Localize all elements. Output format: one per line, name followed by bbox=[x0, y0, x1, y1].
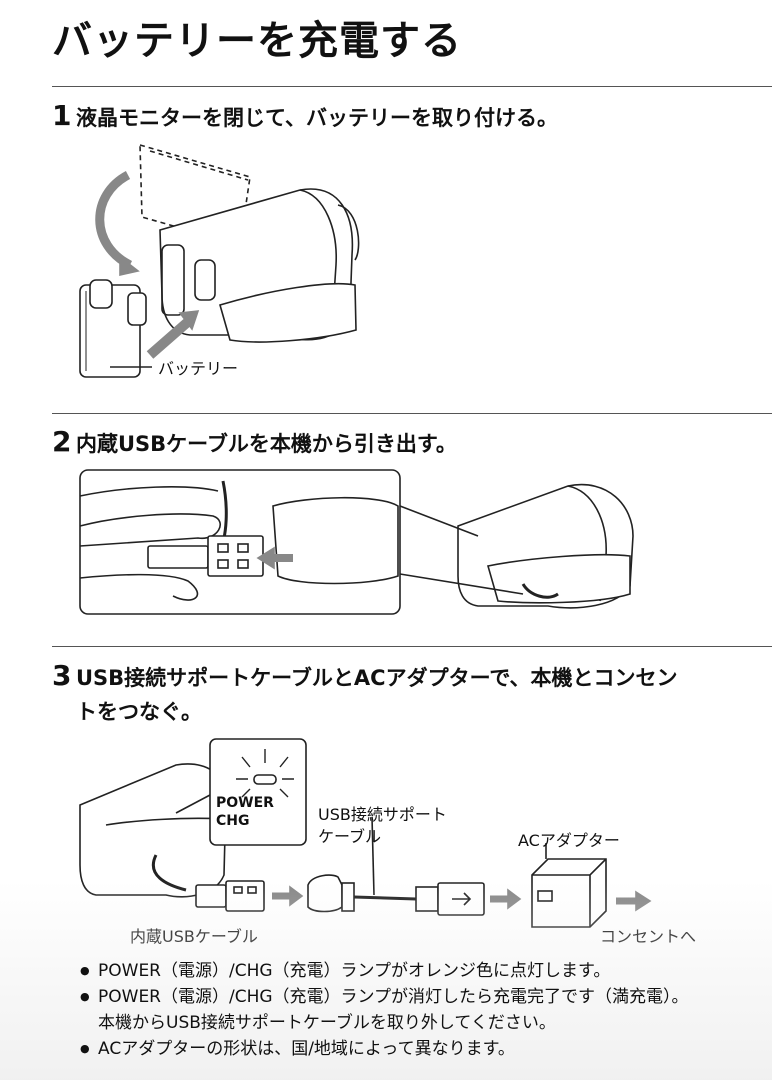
label-support-cable-line2: ケーブル bbox=[318, 827, 382, 846]
label-support-cable-line1: USB接続サポート bbox=[318, 805, 447, 824]
step-text-line2: トをつなぐ。 bbox=[76, 700, 202, 724]
step-number: 3 bbox=[52, 659, 72, 692]
step-number: 1 bbox=[52, 99, 72, 132]
step-text: 液晶モニターを閉じて、バッテリーを取り付ける。 bbox=[76, 106, 558, 130]
divider bbox=[52, 413, 772, 414]
step-text-line1: USB接続サポートケーブルとACアダプターで、本機とコンセン bbox=[76, 666, 678, 690]
divider bbox=[52, 646, 772, 647]
label-builtin-usb: 内蔵USBケーブル bbox=[130, 927, 258, 946]
illustration-attach-battery bbox=[79, 143, 360, 378]
step-text: 内蔵USBケーブルを本機から引き出す。 bbox=[76, 432, 457, 456]
page-title: バッテリーを充電する bbox=[52, 18, 462, 64]
step-3-cont: トをつなぐ。 bbox=[76, 694, 202, 730]
step-number: 2 bbox=[52, 425, 72, 458]
note-item: ACアダプターの形状は、国/地域によって異なります。 bbox=[80, 1036, 689, 1062]
note-item-continuation: 本機からUSB接続サポートケーブルを取り外してください。 bbox=[98, 1013, 556, 1033]
notes-list: POWER（電源）/CHG（充電）ランプがオレンジ色に点灯します。 POWER（… bbox=[80, 958, 689, 1062]
label-ac-adapter: ACアダプター bbox=[518, 831, 620, 850]
note-item: POWER（電源）/CHG（充電）ランプが消灯したら充電完了です（満充電）。 bbox=[80, 984, 689, 1010]
label-battery: バッテリー bbox=[158, 359, 239, 378]
divider bbox=[52, 86, 772, 87]
illustration-connect-adapter bbox=[79, 738, 652, 928]
note-item: POWER（電源）/CHG（充電）ランプがオレンジ色に点灯します。 bbox=[80, 958, 689, 984]
label-chg: CHG bbox=[216, 813, 250, 829]
label-power: POWER bbox=[216, 795, 274, 811]
label-outlet: コンセントへ bbox=[600, 927, 697, 946]
illustration-pull-usb-cable bbox=[79, 469, 634, 615]
